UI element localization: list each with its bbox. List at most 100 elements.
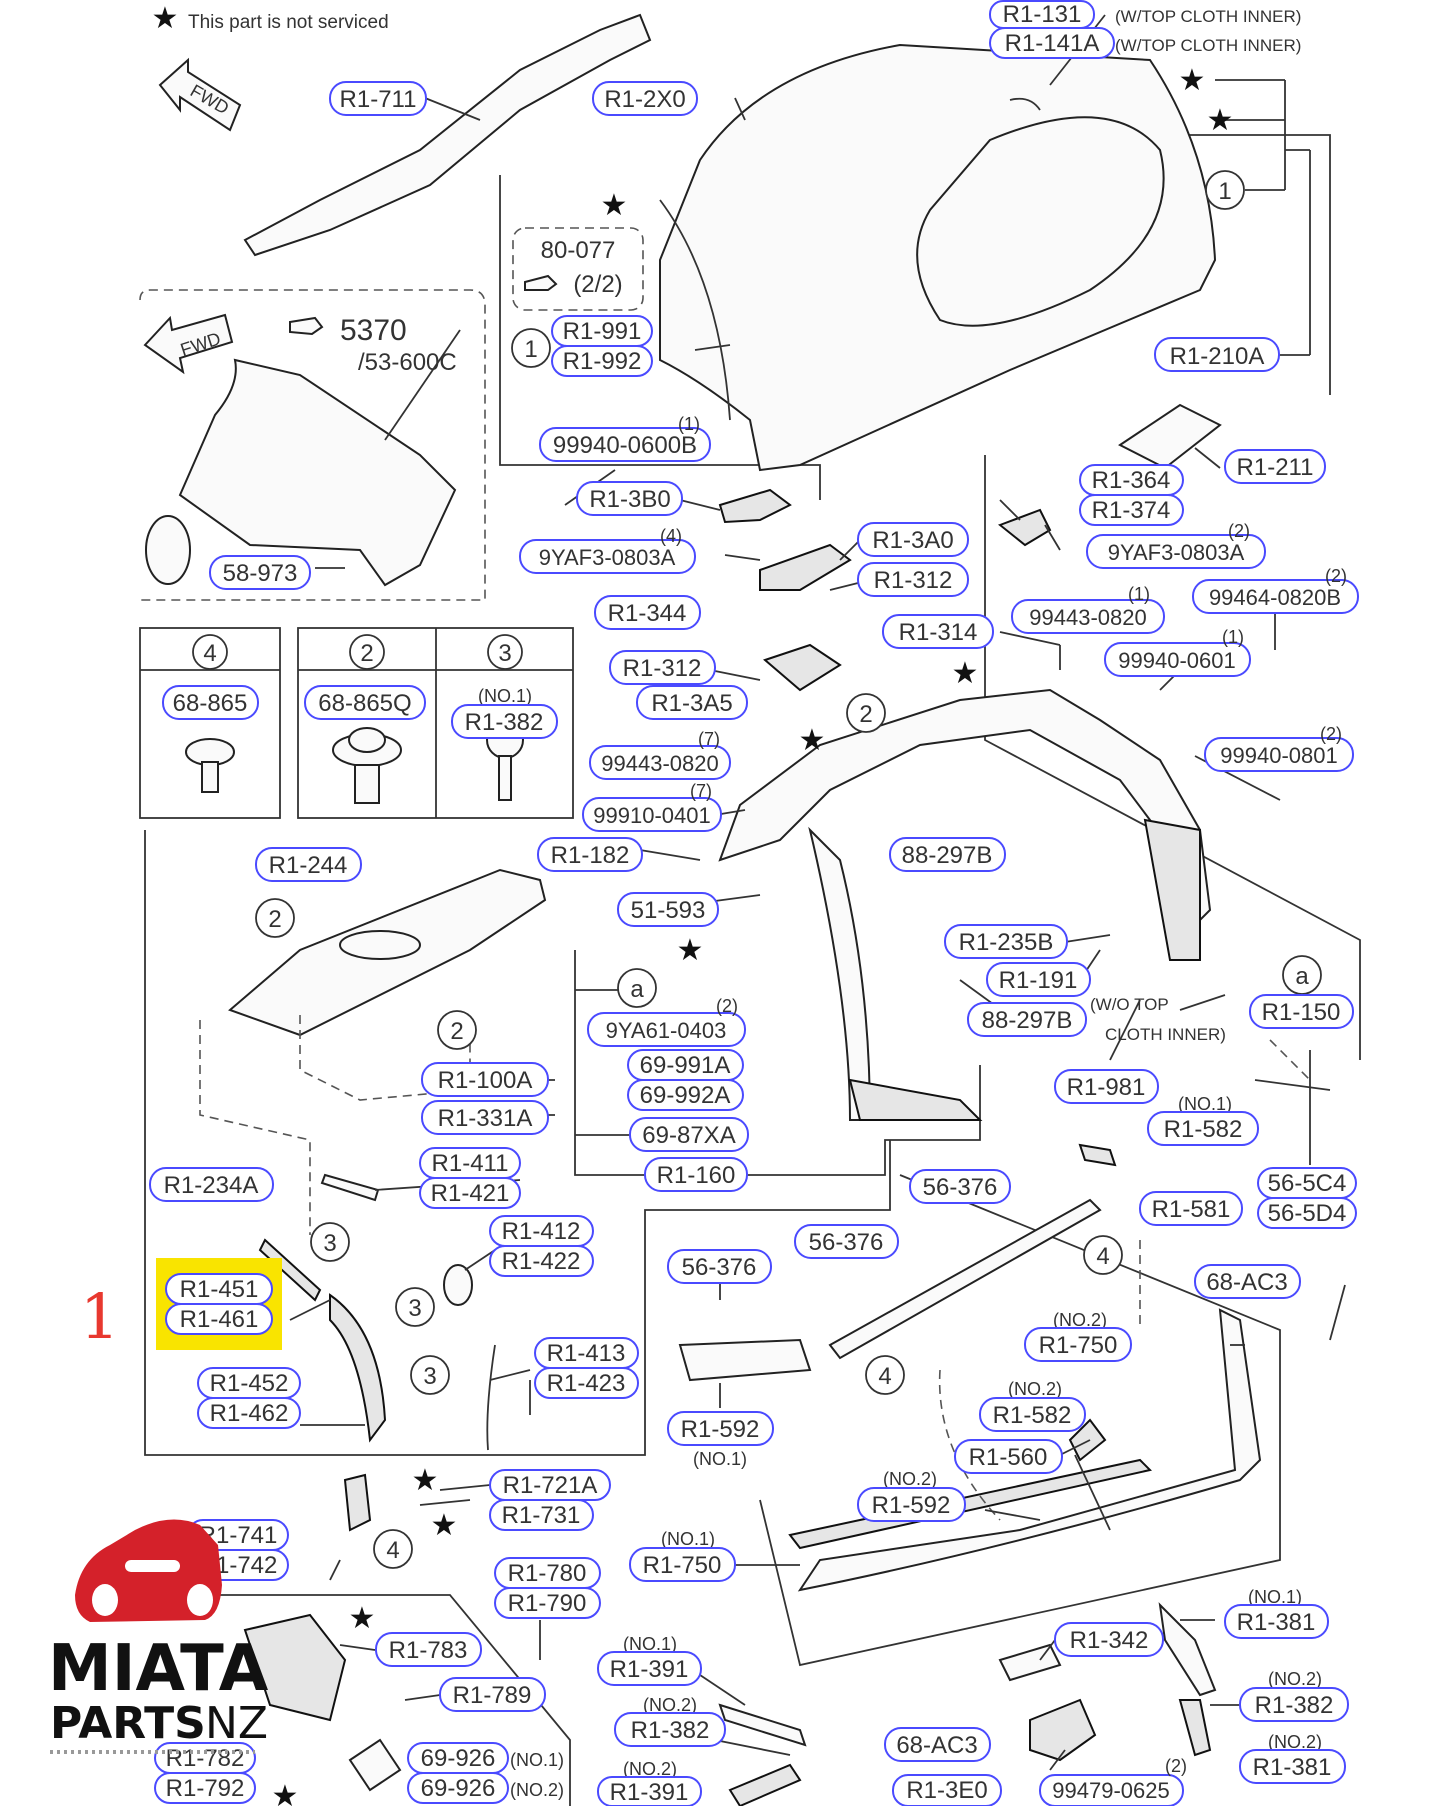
label-r1-992: R1-992 bbox=[551, 345, 653, 377]
label-r1-374: R1-374 bbox=[1079, 494, 1184, 526]
svg-text:R1-582: R1-582 bbox=[993, 1402, 1072, 1429]
label-r1-750b: R1-750 bbox=[629, 1547, 736, 1582]
svg-text:★: ★ bbox=[677, 933, 704, 968]
weatherstrip-592 bbox=[678, 1338, 812, 1382]
legend-star: ★ bbox=[152, 1, 179, 36]
bracket-582 bbox=[1068, 1418, 1107, 1462]
svg-text:★: ★ bbox=[1179, 63, 1206, 98]
svg-text:99443-0820: 99443-0820 bbox=[1029, 605, 1146, 630]
label-r1-991: R1-991 bbox=[551, 315, 653, 347]
label-99443-b: 99443-0820 bbox=[589, 745, 731, 780]
label-r1-382d: R1-382 bbox=[1239, 1687, 1349, 1722]
label-99940-0600b: 99940-0600B bbox=[539, 427, 711, 462]
label-r1-3e0: R1-3E0 bbox=[892, 1774, 1002, 1806]
label-r1-790: R1-790 bbox=[494, 1587, 601, 1619]
label-99479: 99479-0625 bbox=[1039, 1774, 1184, 1806]
guide-56c4 bbox=[1269, 1039, 1311, 1081]
qty-0601: (1) bbox=[1222, 627, 1244, 647]
label-r1-344: R1-344 bbox=[594, 595, 701, 630]
svg-text:R1-160: R1-160 bbox=[657, 1162, 736, 1189]
svg-text:R1-314: R1-314 bbox=[899, 619, 978, 646]
svg-text:★: ★ bbox=[799, 723, 826, 758]
svg-text:R1-780: R1-780 bbox=[508, 1560, 587, 1587]
svg-text:R1-992: R1-992 bbox=[563, 348, 642, 375]
svg-text:R1-422: R1-422 bbox=[502, 1248, 581, 1275]
svg-text:R1-3A0: R1-3A0 bbox=[872, 527, 953, 554]
note-592b: (NO.2) bbox=[883, 1469, 937, 1489]
label-r1-211: R1-211 bbox=[1224, 449, 1326, 484]
svg-text:★: ★ bbox=[952, 656, 979, 691]
fastener-table: 4 2 3 bbox=[139, 627, 574, 819]
svg-text:2: 2 bbox=[360, 640, 373, 667]
label-r1-314: R1-314 bbox=[882, 614, 994, 649]
weatherstrip-413 bbox=[486, 1344, 496, 1451]
note-926-b: (NO.2) bbox=[510, 1780, 564, 1800]
label-69-991a: 69-991A bbox=[627, 1049, 744, 1081]
svg-text:R1-2X0: R1-2X0 bbox=[604, 86, 685, 113]
svg-text:69-87XA: 69-87XA bbox=[642, 1122, 735, 1149]
svg-text:56-376: 56-376 bbox=[682, 1254, 757, 1281]
label-99464: 99464-0820B bbox=[1192, 579, 1359, 614]
guide-tray-left bbox=[199, 1020, 311, 1235]
svg-text:88-297B: 88-297B bbox=[982, 1007, 1073, 1034]
label-56-376-a: 56-376 bbox=[909, 1169, 1011, 1204]
part-labels: R1-711 R1-2X0 R1-131 (W/TOP CLOTH INNER)… bbox=[149, 0, 1359, 1806]
label-r1-413: R1-413 bbox=[534, 1337, 639, 1369]
svg-text:80-077: 80-077 bbox=[541, 237, 616, 264]
svg-text:R1-3B0: R1-3B0 bbox=[589, 486, 670, 513]
svg-text:R1-150: R1-150 bbox=[1262, 999, 1341, 1026]
molding-452 bbox=[329, 1293, 387, 1443]
note-382-box: (NO.1) bbox=[478, 686, 532, 706]
label-68-ac3-a: 68-AC3 bbox=[1194, 1264, 1301, 1299]
svg-text:a: a bbox=[1295, 963, 1309, 990]
svg-text:R1-331A: R1-331A bbox=[438, 1105, 533, 1132]
legend-not-serviced: This part is not serviced bbox=[188, 12, 389, 33]
svg-text:99464-0820B: 99464-0820B bbox=[1209, 585, 1341, 610]
qty-99443-b: (7) bbox=[698, 729, 720, 749]
svg-text:R1-312: R1-312 bbox=[874, 567, 953, 594]
grommet-drawing bbox=[145, 515, 191, 585]
svg-text:R1-423: R1-423 bbox=[547, 1370, 626, 1397]
label-r1-711: R1-711 bbox=[329, 81, 427, 116]
tray-opening bbox=[339, 930, 421, 960]
svg-text:9YAF3-0803A: 9YAF3-0803A bbox=[1108, 540, 1245, 565]
label-r1-592b: R1-592 bbox=[857, 1487, 966, 1522]
label-9yaf3-b: 9YAF3-0803A bbox=[1086, 534, 1266, 569]
label-r1-412: R1-412 bbox=[489, 1215, 594, 1247]
soft-top-drawing bbox=[659, 43, 1217, 472]
svg-text:R1-413: R1-413 bbox=[547, 1340, 626, 1367]
reference-number: 1 bbox=[80, 1280, 119, 1353]
lower-rail bbox=[797, 1308, 1262, 1592]
box-rail bbox=[759, 1174, 1281, 1667]
svg-text:PARTS: PARTS bbox=[50, 1698, 206, 1749]
label-r1-782: R1-782 bbox=[154, 1742, 256, 1774]
label-r1-592a: R1-592 bbox=[667, 1411, 774, 1446]
svg-text:R1-790: R1-790 bbox=[508, 1590, 587, 1617]
label-56-376-b: 56-376 bbox=[667, 1249, 772, 1284]
note-191-a: (W/O TOP bbox=[1090, 995, 1169, 1014]
box-bottom-left bbox=[160, 1594, 571, 1806]
label-r1-789: R1-789 bbox=[439, 1677, 546, 1712]
glass-piece bbox=[1118, 403, 1222, 470]
svg-text:R1-234A: R1-234A bbox=[164, 1172, 259, 1199]
label-88-297b-b: 88-297B bbox=[967, 1002, 1087, 1037]
svg-text:R1-342: R1-342 bbox=[1070, 1627, 1149, 1654]
label-99443-a: 99443-0820 bbox=[1011, 599, 1165, 634]
label-68-865: 68-865 bbox=[162, 685, 259, 720]
cover-panel bbox=[178, 358, 457, 587]
bracket-364 bbox=[998, 508, 1052, 547]
svg-text:a: a bbox=[630, 976, 644, 1003]
label-r1-210a: R1-210A bbox=[1154, 337, 1280, 372]
qty-0600b: (1) bbox=[678, 414, 700, 434]
label-r1-391a: R1-391 bbox=[597, 1651, 702, 1686]
leader-lines bbox=[289, 14, 1346, 1771]
bracket-342 bbox=[998, 1643, 1062, 1682]
guide-592 bbox=[938, 1369, 1001, 1521]
note-582b: (NO.2) bbox=[1008, 1379, 1062, 1399]
svg-text:3: 3 bbox=[423, 1363, 436, 1390]
label-r1-141a: R1-141A bbox=[989, 27, 1115, 59]
label-56-5c4: 56-5C4 bbox=[1257, 1167, 1357, 1199]
note-750a: (NO.2) bbox=[1053, 1310, 1107, 1330]
label-r1-422: R1-422 bbox=[489, 1245, 594, 1277]
label-69-992a: 69-992A bbox=[627, 1079, 744, 1111]
